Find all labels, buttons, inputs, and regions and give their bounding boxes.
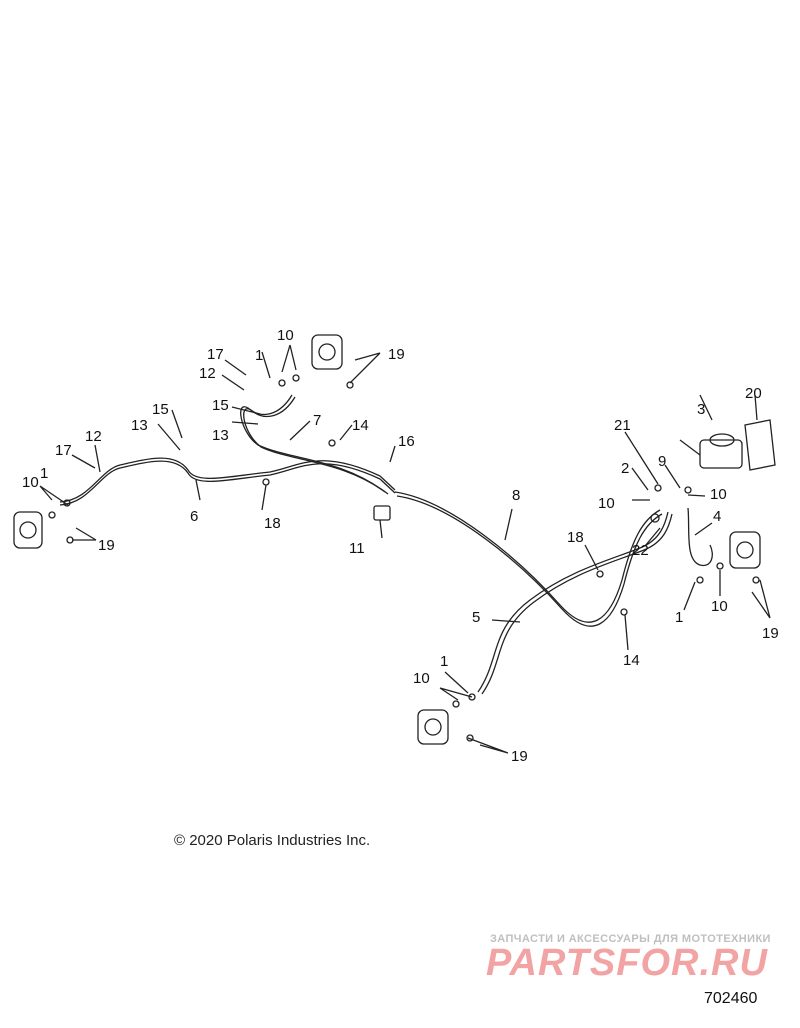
callout-label: 5 (472, 609, 480, 626)
top-caliper (311, 334, 343, 370)
callout-label: 18 (567, 529, 584, 546)
callout-label: 19 (762, 625, 779, 642)
callout-label: 10 (277, 327, 294, 344)
watermark-brand: PARTSFOR.RU (486, 942, 768, 984)
left-caliper (13, 511, 43, 549)
brake-line-5 (477, 511, 669, 693)
callout-label: 8 (512, 487, 520, 504)
callout-label: 1 (440, 653, 448, 670)
callout-label: 1 (40, 465, 48, 482)
callout-label: 13 (131, 417, 148, 434)
callout-label: 15 (152, 401, 169, 418)
callout-label: 20 (745, 385, 762, 402)
callout-label: 11 (349, 540, 365, 557)
callout-label: 6 (190, 508, 198, 525)
callout-label: 14 (352, 417, 369, 434)
reference-number: 702460 (704, 990, 758, 1007)
watermark-tagline: ЗАПЧАСТИ И АКСЕССУАРЫ ДЛЯ МОТОТЕХНИКИ (490, 933, 771, 945)
brake-line-7 (240, 394, 386, 493)
callout-label: 12 (199, 365, 216, 382)
callout-label: 4 (713, 508, 721, 525)
callout-label: 10 (22, 474, 39, 491)
callout-label: 3 (697, 401, 705, 418)
callout-label: 9 (658, 453, 666, 470)
callout-label: 7 (313, 412, 321, 429)
callout-label: 19 (511, 748, 528, 765)
gasket (744, 419, 776, 471)
callout-label: 1 (255, 347, 263, 364)
callout-label: 10 (711, 598, 728, 615)
copyright-notice: © 2020 Polaris Industries Inc. (174, 832, 371, 849)
callout-label: 17 (55, 442, 72, 459)
callout-label: 19 (98, 537, 115, 554)
callout-label: 19 (388, 346, 405, 363)
junction-block (373, 505, 391, 521)
callout-label: 21 (614, 417, 631, 434)
bottom-caliper (417, 709, 449, 745)
callout-label: 10 (710, 486, 727, 503)
callout-label: 1 (675, 609, 683, 626)
callout-label: 12 (85, 428, 102, 445)
callout-label: 13 (212, 427, 229, 444)
callout-label: 16 (398, 433, 415, 450)
callout-label: 18 (264, 515, 281, 532)
callout-label: 14 (623, 652, 640, 669)
brake-line-8 (394, 491, 661, 623)
brake-line-4 (687, 507, 713, 567)
master-cylinder (699, 439, 743, 469)
callout-label: 10 (598, 495, 615, 512)
right-caliper (729, 531, 761, 569)
callout-label: 17 (207, 346, 224, 363)
callout-label: 2 (621, 460, 629, 477)
callout-label: 10 (413, 670, 430, 687)
callout-label: 22 (632, 542, 649, 559)
callout-label: 15 (212, 397, 229, 414)
